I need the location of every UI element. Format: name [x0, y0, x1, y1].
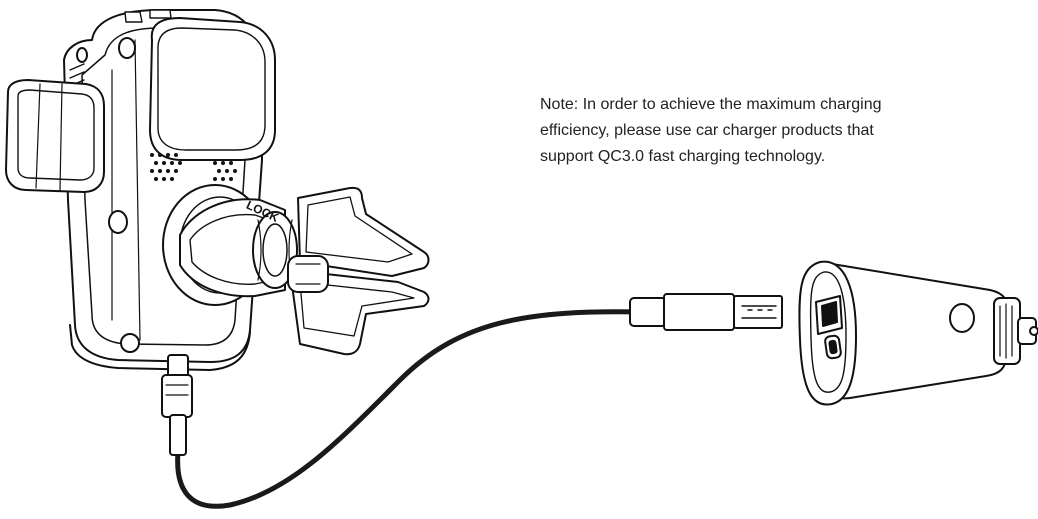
note-line: efficiency, please use car charger produ…: [540, 122, 874, 139]
charger-usb-a-port: [815, 295, 843, 335]
vent-clip: [287, 186, 430, 356]
usb-a-plug: [629, 293, 783, 331]
charger-led-icon: [949, 303, 975, 333]
note-line: support QC3.0 fast charging technology.: [540, 148, 826, 165]
mount-usb-c-connector: [161, 354, 193, 456]
left-grip-arm: [5, 79, 105, 193]
charger-usb-c-port: [824, 334, 842, 360]
car-charger: [798, 260, 1038, 406]
charging-note: Note: In order to achieve the maximum ch…: [540, 92, 980, 170]
usb-cable: [175, 309, 643, 509]
screw-hole-icon: [118, 37, 136, 59]
ball-joint: LOCK: [162, 184, 298, 306]
phone-mount: LOCK: [5, 9, 430, 456]
note-line: Note: In order to achieve the maximum ch…: [540, 96, 882, 113]
lock-knob[interactable]: [252, 211, 298, 289]
top-module: [149, 17, 276, 161]
speaker-grille: [150, 153, 237, 181]
screw-hole-icon: [108, 210, 128, 234]
screw-hole-icon: [76, 47, 88, 63]
screw-hole-icon: [120, 333, 140, 353]
